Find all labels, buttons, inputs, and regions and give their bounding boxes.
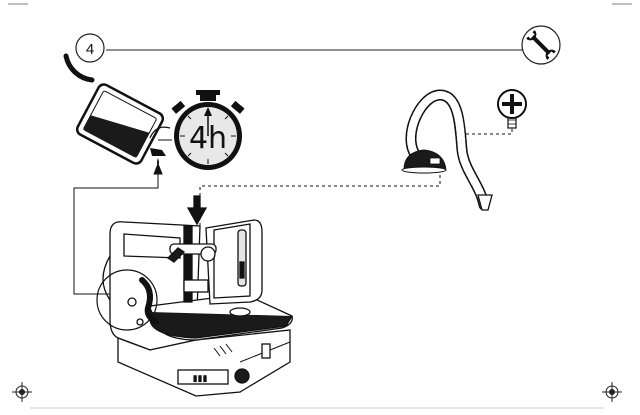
svg-text:▮▮▮: ▮▮▮ [193, 373, 208, 383]
callout-circle [96, 269, 158, 331]
screw-icon [497, 89, 527, 129]
stopwatch-icon: 4h [171, 90, 245, 170]
timer-label: 4h [189, 121, 227, 156]
registration-mark-right [602, 382, 622, 402]
registration-mark-left [12, 382, 32, 402]
oil-can-icon [75, 83, 171, 166]
step-arc [63, 53, 95, 83]
oil-point-marker [139, 277, 159, 325]
connector-lines [73, 139, 172, 295]
wrench-icon [526, 30, 556, 60]
step-header: 4 [63, 25, 561, 83]
step-badge [75, 33, 105, 63]
flexible-lamp-arm [401, 89, 493, 211]
scroll-saw: ▮▮▮ [102, 195, 293, 397]
step-number: 4 [86, 41, 94, 58]
